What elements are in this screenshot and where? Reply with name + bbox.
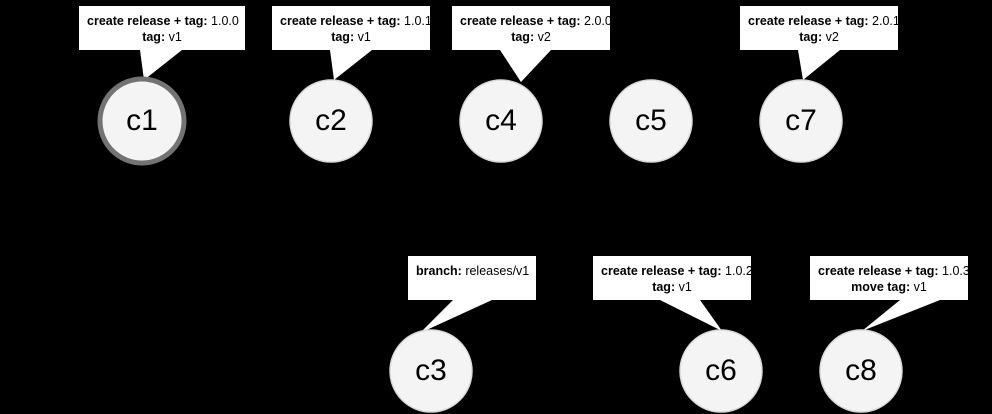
callout-line: tag: v2 bbox=[748, 29, 890, 45]
callout-tail bbox=[798, 50, 840, 80]
callout-value: v1 bbox=[910, 280, 927, 294]
callout-value: releases/v1 bbox=[461, 264, 530, 278]
callout-key: move tag: bbox=[851, 280, 911, 294]
commit-node-c1[interactable] bbox=[97, 76, 187, 166]
callout-tails-layer bbox=[140, 50, 940, 333]
callout-line: create release + tag: 2.0.1 bbox=[748, 13, 898, 29]
commit-node-c2[interactable] bbox=[289, 79, 373, 163]
callout-key: create release + tag: bbox=[818, 264, 939, 278]
callout-tail bbox=[420, 300, 492, 333]
callout-value: 1.0.2 bbox=[721, 264, 751, 278]
callout-tail bbox=[660, 300, 722, 331]
callout-line: move tag: v1 bbox=[818, 279, 960, 295]
commit-node-c7[interactable] bbox=[759, 79, 843, 163]
callout-value: v2 bbox=[534, 30, 551, 44]
commit-node-c5[interactable] bbox=[609, 79, 693, 163]
callout-key: tag: bbox=[799, 30, 823, 44]
commit-node-c3[interactable] bbox=[389, 329, 473, 413]
callout-line: tag: v1 bbox=[280, 29, 422, 45]
callout-line: tag: v2 bbox=[460, 29, 602, 45]
callout-key: tag: bbox=[511, 30, 535, 44]
callout-value: 1.0.1 bbox=[400, 14, 430, 28]
callout-key: tag: bbox=[142, 30, 166, 44]
callout-key: create release + tag: bbox=[748, 14, 869, 28]
callout-key: branch: bbox=[416, 264, 462, 278]
callout-value: 1.0.0 bbox=[207, 14, 239, 28]
commit-node-c6[interactable] bbox=[679, 329, 763, 413]
callout-tail bbox=[862, 300, 940, 331]
callout-key: create release + tag: bbox=[280, 14, 401, 28]
callout-value: v1 bbox=[354, 30, 371, 44]
callout-line: create release + tag: 2.0.0 bbox=[460, 13, 610, 29]
callout-key: tag: bbox=[331, 30, 355, 44]
callout-line: create release + tag: 1.0.1 bbox=[280, 13, 430, 29]
callout-line: tag: v1 bbox=[87, 29, 237, 45]
callout-line: branch: releases/v1 bbox=[416, 263, 530, 279]
callout-tail bbox=[140, 50, 182, 80]
callout-key: tag: bbox=[652, 280, 676, 294]
callout-key: create release + tag: bbox=[87, 14, 208, 28]
commit-node-c8[interactable] bbox=[819, 329, 903, 413]
commit-node-c4[interactable] bbox=[459, 79, 543, 163]
callout-c3: branch: releases/v1 bbox=[408, 256, 536, 300]
commit-nodes-layer bbox=[97, 76, 903, 413]
callout-line: create release + tag: 1.0.3 bbox=[818, 263, 968, 279]
callout-value: v2 bbox=[822, 30, 839, 44]
callout-key: create release + tag: bbox=[460, 14, 581, 28]
callout-value: v1 bbox=[675, 280, 692, 294]
callout-value: 1.0.3 bbox=[938, 264, 968, 278]
callout-value: 2.0.1 bbox=[868, 14, 898, 28]
callout-tail bbox=[500, 50, 551, 82]
callout-line: create release + tag: 1.0.0 bbox=[87, 13, 239, 29]
callout-line: create release + tag: 1.0.2 bbox=[601, 263, 751, 279]
callout-value: 2.0.0 bbox=[580, 14, 610, 28]
callout-key: create release + tag: bbox=[601, 264, 722, 278]
callout-value: v1 bbox=[165, 30, 182, 44]
callout-line: tag: v1 bbox=[601, 279, 743, 295]
callout-tail bbox=[330, 50, 372, 80]
